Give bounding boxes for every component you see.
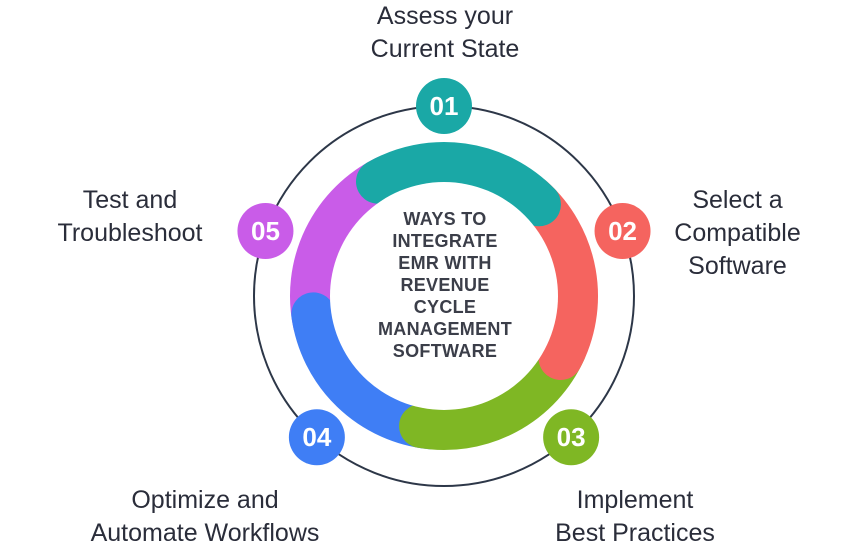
center-circle bbox=[330, 182, 558, 410]
step-1-label: Assess your Current State bbox=[340, 0, 550, 66]
step-label-line: Compatible bbox=[674, 219, 801, 247]
step-number: 05 bbox=[251, 216, 280, 246]
step-label-line: Test and bbox=[82, 186, 178, 214]
center-title-line: WAYS TO bbox=[403, 209, 487, 229]
step-5-label: Test and Troubleshoot bbox=[30, 184, 230, 250]
center-title-line: CYCLE bbox=[413, 297, 477, 317]
step-2-label: Select a Compatible Software bbox=[655, 184, 820, 283]
center-title-line: EMR WITH bbox=[398, 253, 492, 273]
step-label-line: Troubleshoot bbox=[57, 219, 203, 247]
step-label-line: Automate Workflows bbox=[90, 519, 320, 547]
step-label-line: Implement bbox=[576, 486, 694, 514]
cycle-arcs bbox=[290, 142, 598, 450]
arc-segment-01 bbox=[356, 142, 561, 227]
step-badge-05 bbox=[237, 203, 294, 260]
step-number: 02 bbox=[608, 216, 637, 246]
step-number: 03 bbox=[557, 422, 586, 452]
step-number: 01 bbox=[430, 91, 459, 121]
step-label-line: Software bbox=[688, 252, 787, 280]
step-label-line: Assess your bbox=[376, 2, 514, 30]
center-title: WAYS TO INTEGRATE EMR WITH REVENUE CYCLE… bbox=[350, 208, 540, 362]
step-label-line: Best Practices bbox=[555, 519, 715, 547]
step-3-label: Implement Best Practices bbox=[515, 484, 755, 550]
step-label-line: Select a bbox=[692, 186, 783, 214]
center-title-line: REVENUE bbox=[400, 275, 490, 295]
step-4-label: Optimize and Automate Workflows bbox=[50, 484, 360, 550]
step-badge-01 bbox=[416, 78, 472, 134]
step-label-line: Current State bbox=[370, 35, 520, 63]
step-badge-04 bbox=[288, 409, 345, 466]
step-number: 04 bbox=[302, 422, 331, 452]
step-badges: 01 02 03 04 05 bbox=[237, 78, 651, 466]
center-title-line: SOFTWARE bbox=[392, 341, 498, 361]
step-badge-03 bbox=[543, 409, 600, 466]
center-title-line: INTEGRATE bbox=[392, 231, 498, 251]
step-label-line: Optimize and bbox=[131, 486, 279, 514]
center-title-line: MANAGEMENT bbox=[378, 319, 512, 339]
step-badge-02 bbox=[594, 203, 651, 260]
